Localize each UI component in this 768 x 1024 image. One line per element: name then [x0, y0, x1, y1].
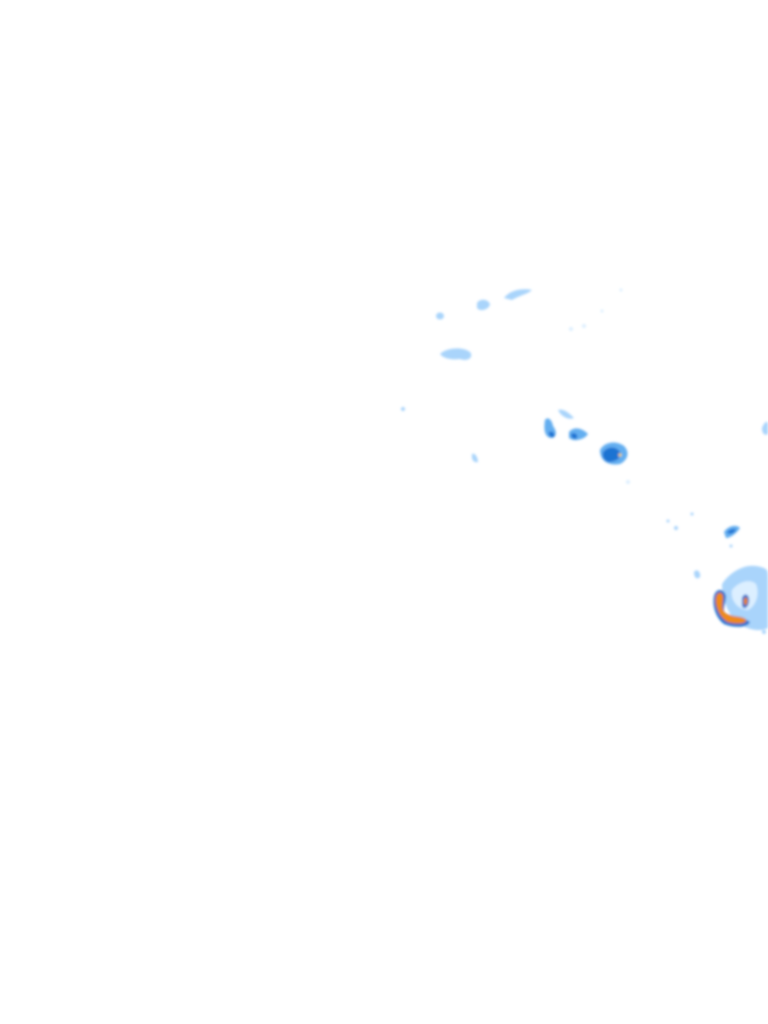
echo-cell: [762, 630, 766, 634]
echo-cell: [571, 433, 578, 439]
echo-cell: [619, 288, 623, 292]
echo-cell: [600, 309, 604, 313]
echo-cell: [729, 544, 733, 548]
echo-cluster-north: [436, 288, 623, 360]
echo-cluster-central: [401, 407, 768, 484]
echo-cell: [743, 597, 748, 606]
echo-cell: [690, 512, 694, 516]
echo-cell: [715, 592, 747, 624]
echo-cell: [666, 519, 670, 523]
echo-cell: [440, 348, 472, 360]
echo-cluster-southeast: [666, 512, 768, 634]
echo-cell: [436, 312, 444, 320]
echo-cell: [674, 526, 678, 530]
echo-cell: [618, 453, 622, 457]
echo-cell: [602, 447, 621, 462]
echo-cell: [548, 431, 555, 438]
echo-cell: [504, 289, 532, 300]
echo-cell: [569, 327, 573, 331]
echo-cell: [762, 421, 768, 435]
echo-cell: [694, 570, 701, 579]
echo-cell: [558, 409, 574, 419]
echo-cell: [477, 299, 490, 311]
echo-cell: [626, 480, 630, 484]
echo-cell: [582, 324, 586, 328]
echo-cell: [471, 453, 478, 463]
echo-cell: [401, 407, 405, 411]
echo-cell: [727, 528, 736, 534]
